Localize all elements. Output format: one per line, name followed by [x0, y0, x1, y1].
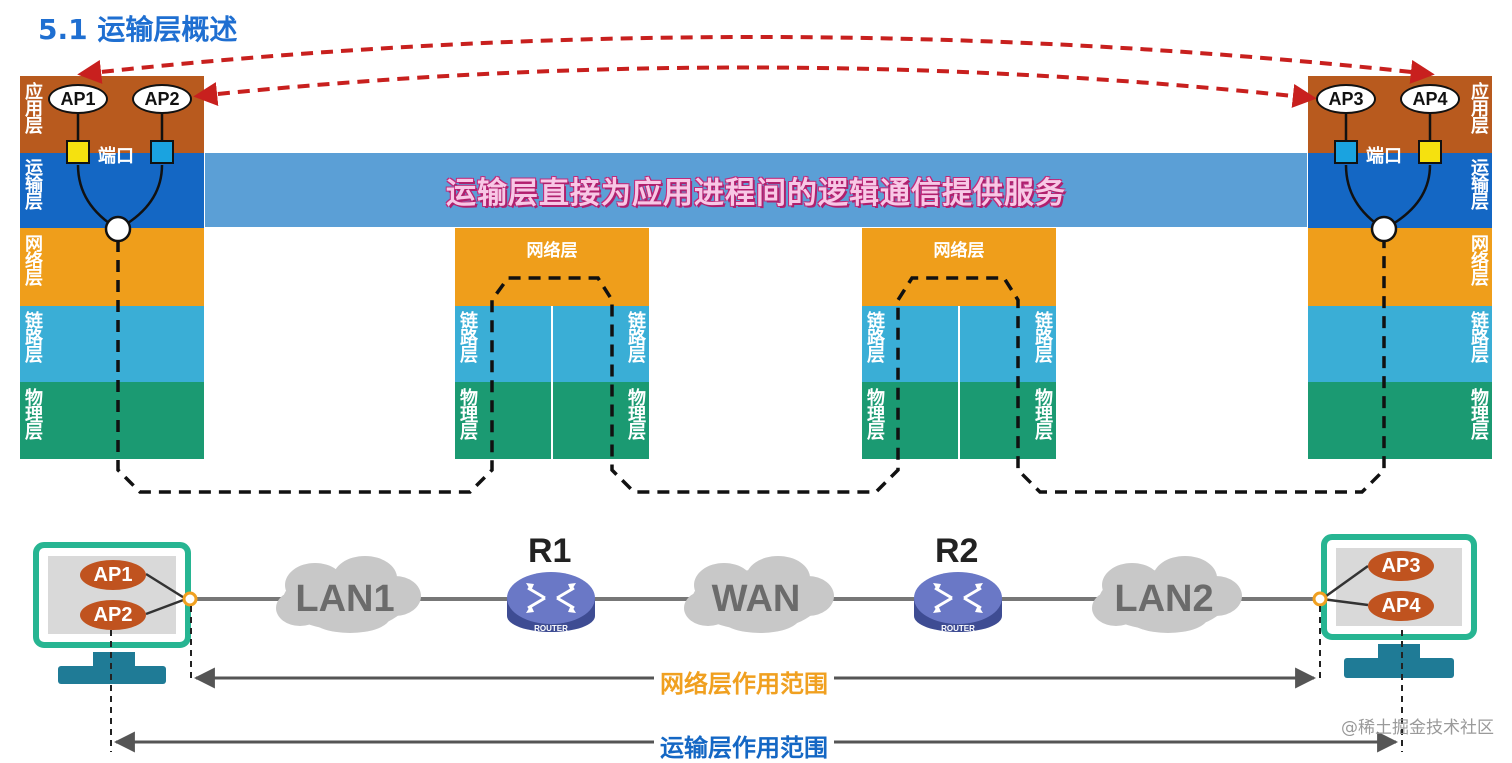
ap4-process: AP4 [1400, 84, 1460, 114]
left-mux-point [104, 215, 132, 243]
left-transport-label: 运输层 [22, 158, 43, 209]
ap1-process: AP1 [48, 84, 108, 114]
page-title: 5.1 运输层概述 [38, 13, 238, 46]
host-ap3: AP3 [1368, 551, 1434, 581]
ap2-port [150, 140, 174, 164]
lan2-cloud [1092, 556, 1242, 633]
router2-link-left [862, 306, 958, 382]
right-application-label: 应用层 [1468, 82, 1489, 133]
left-transport-layer [20, 153, 204, 228]
router2-icon [914, 572, 1002, 632]
router2-network-layer [862, 228, 1056, 306]
right-physical-layer [1308, 382, 1492, 459]
router2-link-right [960, 306, 1056, 382]
router2-link-label-right: 链路层 [1032, 311, 1053, 362]
router1-physical-label-left: 物理层 [457, 388, 478, 439]
ap1-ap4-logical-arc [77, 35, 1435, 84]
lan1-cloud [276, 556, 421, 633]
ap1-port [66, 140, 90, 164]
data-path-dashed [116, 240, 1386, 494]
router2-physical-right [960, 382, 1056, 459]
r1-label: R1 [528, 532, 572, 570]
router1-link-right [553, 306, 649, 382]
right-link-layer [1308, 306, 1492, 382]
right-network-layer [1308, 228, 1492, 306]
wan-cloud [684, 556, 834, 633]
left-link-layer [20, 306, 204, 382]
router2-caption: ROUTER [941, 624, 975, 633]
router1-physical-right [553, 382, 649, 459]
ap2-ap3-logical-arc [193, 65, 1317, 108]
router1-network-layer [455, 228, 649, 306]
ap3-process: AP3 [1316, 84, 1376, 114]
wan-label: WAN [711, 578, 801, 620]
router1-link-label-right: 链路层 [625, 311, 646, 362]
right-link-label: 链路层 [1468, 311, 1489, 362]
r2-label: R2 [935, 532, 979, 570]
left-application-label: 应用层 [22, 82, 43, 133]
right-transport-label: 运输层 [1468, 158, 1489, 209]
left-port-label: 端口 [98, 146, 134, 167]
lan1-label: LAN1 [295, 578, 395, 620]
router2-link-label-left: 链路层 [864, 311, 885, 362]
router2-network-label: 网络层 [933, 241, 985, 261]
ap2-process: AP2 [132, 84, 192, 114]
left-network-label: 网络层 [22, 234, 43, 285]
transport-service-banner: 运输层直接为应用进程间的逻辑通信提供服务 [205, 153, 1307, 227]
transport-scope-label: 运输层作用范围 [654, 728, 834, 763]
ap3-port [1334, 140, 1358, 164]
host-ap1: AP1 [80, 560, 146, 590]
right-network-label: 网络层 [1468, 234, 1489, 285]
router1-caption: ROUTER [534, 624, 568, 633]
host-ap2: AP2 [80, 600, 146, 630]
router1-link-left [455, 306, 551, 382]
left-link-label: 链路层 [22, 311, 43, 362]
right-physical-label: 物理层 [1468, 388, 1489, 439]
right-port-label: 端口 [1366, 146, 1402, 167]
router2-physical-label-left: 物理层 [864, 388, 885, 439]
network-scope-label: 网络层作用范围 [654, 664, 834, 699]
router2-physical-left [862, 382, 958, 459]
banner-text: 运输层直接为应用进程间的逻辑通信提供服务 [446, 176, 1066, 211]
router1-network-label: 网络层 [526, 241, 578, 261]
left-physical-label: 物理层 [22, 388, 43, 439]
right-transport-layer [1308, 153, 1492, 228]
watermark: @稀土掘金技术社区 [1341, 718, 1494, 738]
ap4-port [1418, 140, 1442, 164]
router1-physical-left [455, 382, 551, 459]
router1-physical-label-right: 物理层 [625, 388, 646, 439]
left-physical-layer [20, 382, 204, 459]
router1-icon [507, 572, 595, 632]
router2-physical-label-right: 物理层 [1032, 388, 1053, 439]
right-computer [1312, 534, 1477, 678]
host-ap4: AP4 [1368, 591, 1434, 621]
left-network-layer [20, 228, 204, 306]
right-mux-point [1370, 215, 1398, 243]
router1-link-label-left: 链路层 [457, 311, 478, 362]
lan2-label: LAN2 [1114, 578, 1214, 620]
